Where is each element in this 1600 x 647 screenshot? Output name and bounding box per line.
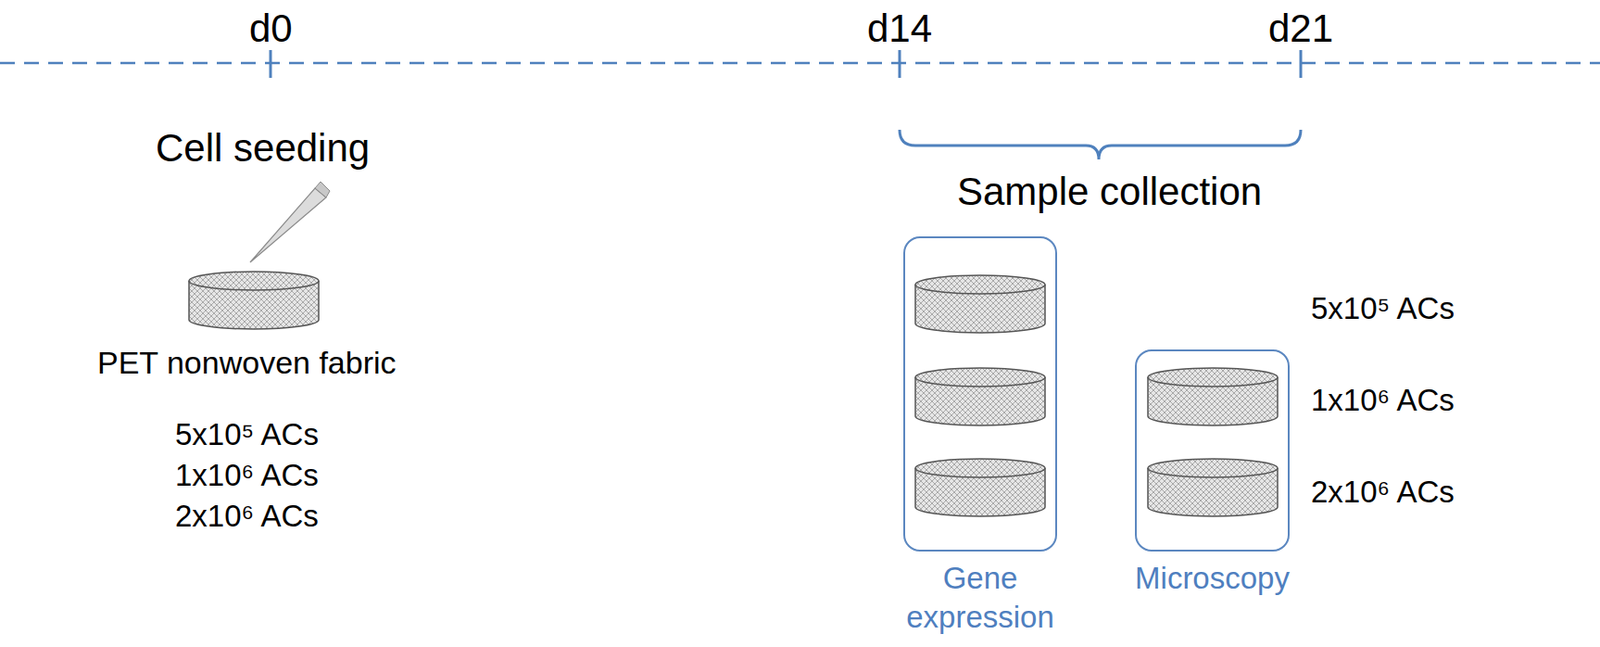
cell-count: 1x10⁶ ACs — [175, 457, 319, 493]
fabric-disc — [1147, 458, 1278, 517]
step-label: Cell seeding — [155, 125, 370, 171]
group-label: Gene expression — [887, 558, 1073, 637]
cell-count: 1x10⁶ ACs — [1310, 382, 1455, 418]
day-label: d21 — [1268, 6, 1334, 51]
sample-group-box: Gene expression — [903, 236, 1058, 552]
tick — [269, 50, 273, 78]
sample-group-box: Microscopy — [1134, 349, 1290, 552]
fabric-disc — [188, 271, 319, 329]
tick — [898, 50, 902, 78]
cell-count: 5x10⁵ ACs — [1310, 290, 1455, 327]
material-label: PET nonwoven fabric — [97, 344, 397, 381]
group-label: Microscopy — [1120, 558, 1306, 598]
day-label: d0 — [249, 6, 293, 51]
fabric-disc — [915, 275, 1046, 333]
step-label: Sample collection — [957, 169, 1262, 215]
fabric-disc — [915, 367, 1046, 426]
cell-count: 2x10⁶ ACs — [175, 498, 319, 534]
cell-count: 2x10⁶ ACs — [1310, 474, 1455, 510]
fabric-disc — [915, 458, 1046, 517]
fabric-disc — [1147, 367, 1278, 426]
bracket — [899, 129, 1301, 160]
day-label: d14 — [867, 6, 933, 51]
tick — [1299, 50, 1303, 78]
pipette — [250, 181, 330, 263]
timeline — [0, 62, 1600, 65]
cell-count: 5x10⁵ ACs — [175, 416, 319, 453]
